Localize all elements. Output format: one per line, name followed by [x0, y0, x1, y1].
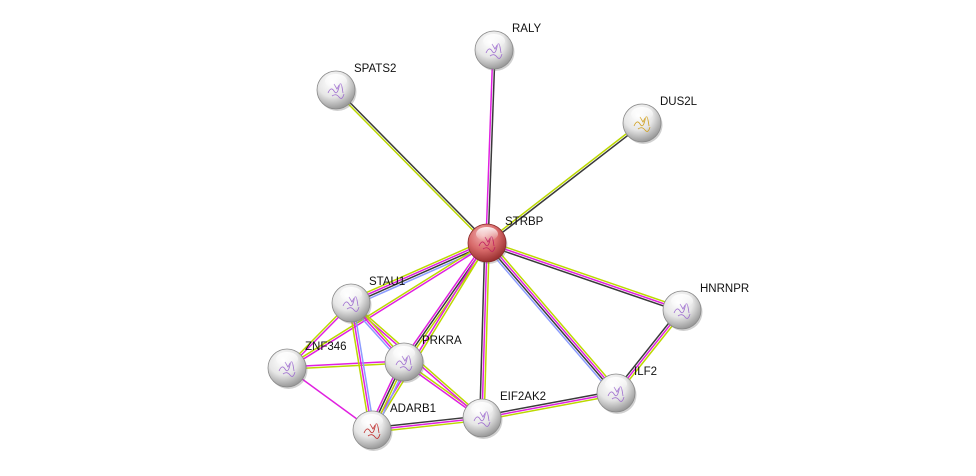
edge-strbp-eif2ak2[interactable] — [479, 242, 490, 419]
evidence-line-coexpression — [487, 50, 496, 244]
node-stau1[interactable]: STAU1 — [331, 276, 405, 324]
node-label[interactable]: EIF2AK2 — [500, 391, 546, 403]
evidence-line-experiments — [485, 49, 494, 243]
evidence-line-textmining — [372, 243, 489, 431]
evidence-line-coexpression — [479, 242, 486, 418]
node-hnrnpr[interactable]: HNRNPR — [662, 283, 749, 331]
evidence-line-textmining — [482, 394, 617, 421]
node-label[interactable]: ZNF346 — [305, 341, 347, 353]
node-label[interactable]: ILF2 — [634, 366, 657, 378]
node-znf346[interactable]: ZNF346 — [267, 341, 347, 389]
node-label[interactable]: DUS2L — [660, 96, 698, 108]
evidence-line-experiments — [486, 242, 683, 311]
node-label[interactable]: RALY — [512, 23, 542, 35]
node-eif2ak2[interactable]: EIF2AK2 — [462, 391, 546, 439]
evidence-line-experiments — [286, 360, 404, 368]
edge-strbp-stau1[interactable] — [349, 239, 489, 307]
evidence-line-textmining — [485, 121, 642, 243]
node-highlight — [471, 402, 493, 416]
evidence-line-textmining — [483, 243, 490, 419]
node-strbp[interactable]: STRBP — [467, 216, 544, 264]
node-label[interactable]: PRKRA — [422, 335, 462, 347]
node-raly[interactable]: RALY — [474, 23, 542, 71]
evidence-line-databases — [352, 302, 375, 430]
node-highlight — [340, 287, 362, 301]
evidence-line-coexpression — [487, 123, 644, 245]
edge-strbp-hnrnpr[interactable] — [486, 240, 683, 313]
node-highlight — [631, 107, 653, 121]
evidence-line-experiments — [350, 241, 487, 303]
evidence-line-coexpression — [351, 243, 488, 305]
edge-ilf2-eif2ak2[interactable] — [481, 390, 617, 421]
edge-strbp-spats2[interactable] — [334, 88, 489, 245]
evidence-line-coexpression — [336, 88, 489, 243]
evidence-line-textmining — [488, 240, 620, 392]
edge-stau1-adarb1[interactable] — [348, 302, 375, 431]
edge-prkra-znf346[interactable] — [286, 360, 405, 370]
evidence-line-textmining — [334, 90, 487, 245]
node-adarb1[interactable]: ADARB1 — [352, 403, 436, 451]
node-highlight — [483, 34, 505, 48]
evidence-line-databases — [483, 244, 615, 396]
node-label[interactable]: HNRNPR — [700, 283, 749, 295]
evidence-line-textmining — [287, 362, 405, 370]
node-dus2l[interactable]: DUS2L — [622, 96, 698, 144]
node-spats2[interactable]: SPATS2 — [316, 63, 396, 111]
node-highlight — [605, 377, 627, 391]
evidence-line-textmining — [286, 241, 487, 368]
evidence-line-experiments — [481, 242, 488, 419]
node-label[interactable]: STRBP — [505, 216, 544, 228]
node-label[interactable]: ADARB1 — [390, 403, 436, 415]
node-ilf2[interactable]: ILF2 — [596, 366, 657, 414]
evidence-line-experiments — [350, 302, 373, 431]
node-highlight — [361, 414, 383, 428]
node-highlight — [476, 227, 498, 241]
node-highlight — [671, 294, 693, 308]
edge-strbp-raly[interactable] — [485, 49, 496, 244]
evidence-line-experiments — [287, 243, 488, 370]
evidence-line-databases — [352, 245, 489, 307]
evidence-line-textmining — [349, 239, 486, 301]
evidence-line-textmining — [487, 240, 683, 309]
evidence-line-textmining — [348, 303, 371, 431]
node-label[interactable]: SPATS2 — [354, 63, 396, 75]
node-prkra[interactable]: PRKRA — [384, 335, 462, 383]
node-highlight — [325, 74, 347, 88]
evidence-line-coexpression — [486, 244, 682, 313]
evidence-line-coexpression — [481, 390, 616, 417]
evidence-line-experiments — [481, 392, 617, 419]
edge-strbp-znf346[interactable] — [286, 241, 488, 370]
node-highlight — [276, 352, 298, 366]
evidence-line-coexpression — [485, 243, 616, 395]
edge-strbp-ilf2[interactable] — [483, 240, 620, 396]
edge-strbp-dus2l[interactable] — [485, 121, 644, 245]
node-label[interactable]: STAU1 — [369, 276, 405, 288]
node-highlight — [393, 346, 415, 360]
evidence-line-experiments — [401, 241, 486, 362]
evidence-line-experiments — [487, 241, 618, 393]
